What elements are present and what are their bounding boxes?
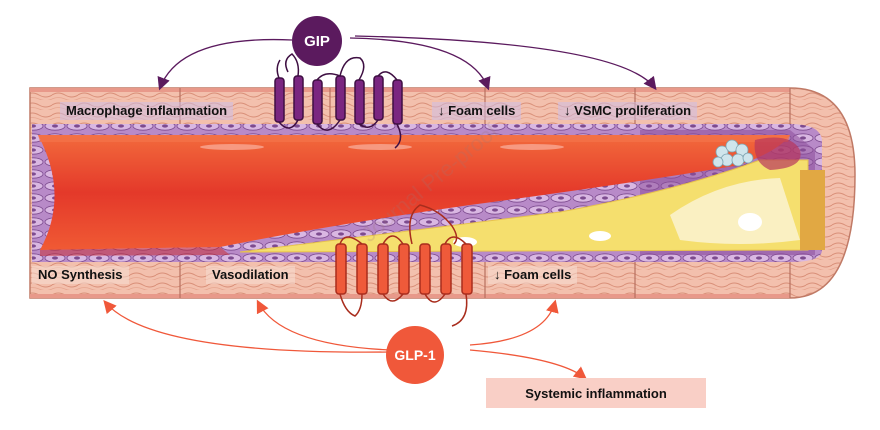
blood-lumen (38, 135, 790, 250)
fibrous-cap (800, 170, 825, 250)
gip-badge: GIP (292, 16, 342, 66)
systemic-inflammation-box: Systemic inflammation (486, 378, 706, 408)
glp1-receptor (335, 204, 473, 327)
label-bottom-foam-cells: ↓ Foam cells (488, 266, 578, 284)
label-vsmc-proliferation: ↓ VSMC proliferation (558, 102, 698, 120)
gip-receptor (274, 53, 403, 149)
label-macrophage-inflammation: Macrophage inflammation (60, 102, 234, 120)
glp1-badge: GLP-1 (386, 326, 444, 384)
plaque-core (670, 178, 800, 244)
label-top-foam-cells: ↓ Foam cells (432, 102, 522, 120)
thrombus (712, 137, 801, 170)
label-vasodilation: Vasodilation (206, 266, 295, 284)
label-no-synthesis: NO Synthesis (32, 266, 129, 284)
plaque (239, 159, 809, 253)
glp1-arrows (103, 299, 588, 380)
gip-arrows (157, 35, 657, 91)
